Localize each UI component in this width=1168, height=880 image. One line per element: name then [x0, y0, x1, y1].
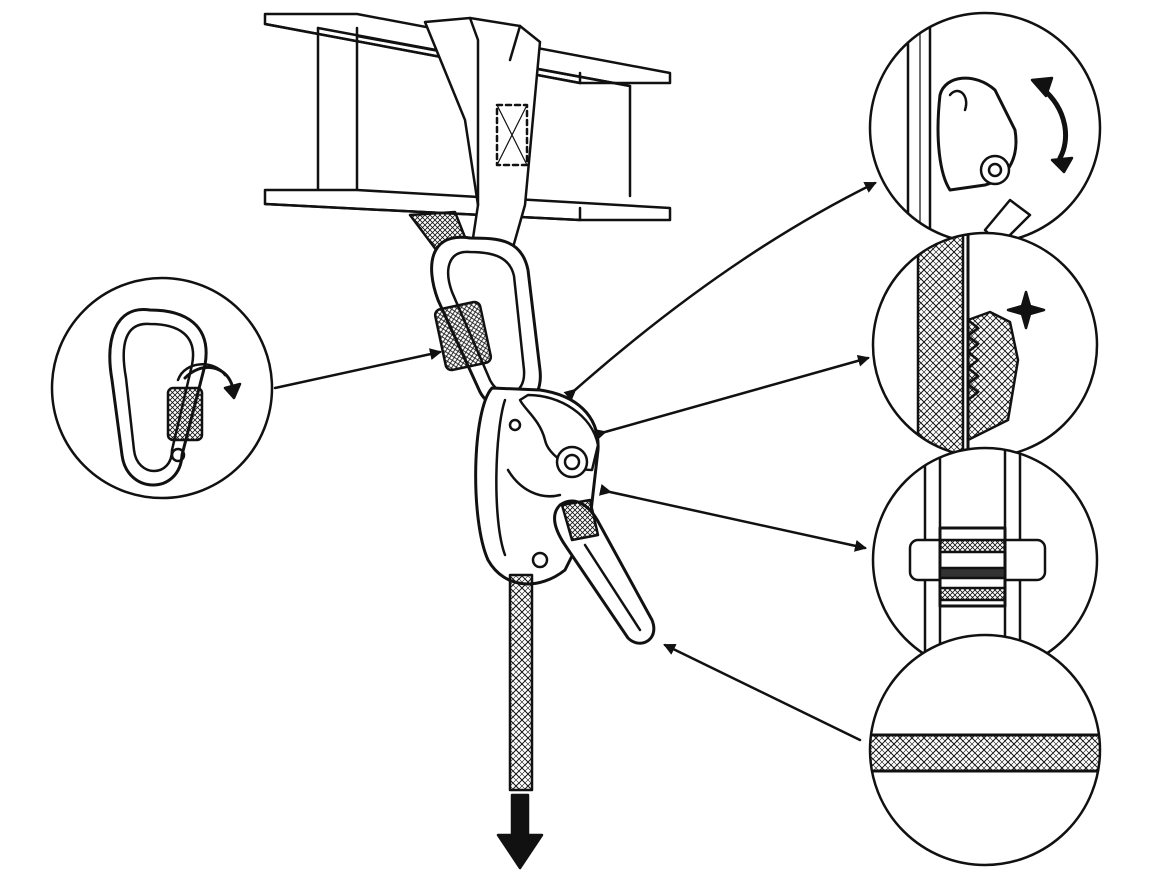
- detail-rope-sheath: [868, 633, 1102, 867]
- rotate-arrow-icon: [183, 365, 234, 387]
- sling-strap: [408, 16, 542, 260]
- detail-rope-wear: [871, 231, 1099, 459]
- main-carabiner: [430, 235, 542, 411]
- sparkle-icon: [1006, 290, 1046, 330]
- detail-pulley-sheave: [871, 446, 1099, 674]
- callout-arrows: [273, 181, 877, 742]
- rope: [508, 573, 534, 792]
- down-arrow-icon: [496, 793, 544, 870]
- carabiner-locking-sleeve: [433, 300, 493, 372]
- detail-cam-movement: [868, 11, 1102, 245]
- descender-device: [474, 386, 656, 645]
- detail-carabiner-locking-sleeve: [50, 276, 274, 500]
- double-curved-arrow-icon: [1039, 85, 1068, 161]
